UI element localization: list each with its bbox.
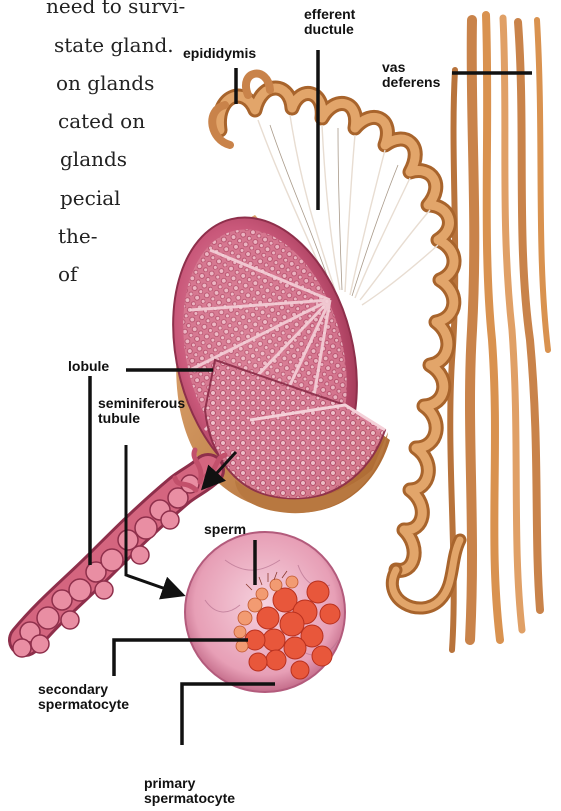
body-text-line-2: state gland. (54, 33, 174, 57)
body-text-line-6: pecial (60, 186, 121, 210)
label-seminiferous-tubule-line-2: tubule (98, 411, 185, 426)
label-secondary-spermatocyte-line-2: spermatocyte (38, 697, 129, 712)
label-vas-deferens: vas deferens (382, 60, 440, 90)
testis-section (146, 198, 390, 513)
primary-spermatocyte-leader (182, 684, 275, 745)
body-text-line-8: of (58, 262, 77, 286)
label-efferent-ductule-line-2: ductule (304, 22, 355, 37)
label-sperm: sperm (204, 522, 246, 537)
label-secondary-spermatocyte: secondary spermatocyte (38, 682, 129, 712)
body-text-line-7: the- (58, 224, 98, 248)
label-lobule: lobule (68, 359, 109, 374)
label-secondary-spermatocyte-line-1: secondary (38, 682, 129, 697)
body-text-line-3: on glands (56, 71, 154, 95)
vas-deferens-cord (450, 15, 548, 650)
label-vas-deferens-line-2: deferens (382, 75, 440, 90)
label-seminiferous-tubule: seminiferous tubule (98, 396, 185, 426)
tubule-cross-section (185, 532, 345, 692)
label-primary-spermatocyte-line-1: primary (144, 776, 235, 791)
label-efferent-ductule-line-1: efferent (304, 7, 355, 22)
body-text-line-4: cated on (58, 109, 145, 133)
label-vas-deferens-line-1: vas (382, 60, 440, 75)
label-epididymis: epididymis (183, 46, 256, 61)
label-primary-spermatocyte-line-2: spermatocyte (144, 791, 235, 806)
body-text-line-1: need to survi- (46, 0, 185, 18)
label-seminiferous-tubule-line-1: seminiferous (98, 396, 185, 411)
body-text-line-5: glands (60, 147, 127, 171)
label-efferent-ductule: efferent ductule (304, 7, 355, 37)
label-primary-spermatocyte: primary spermatocyte (144, 776, 235, 806)
